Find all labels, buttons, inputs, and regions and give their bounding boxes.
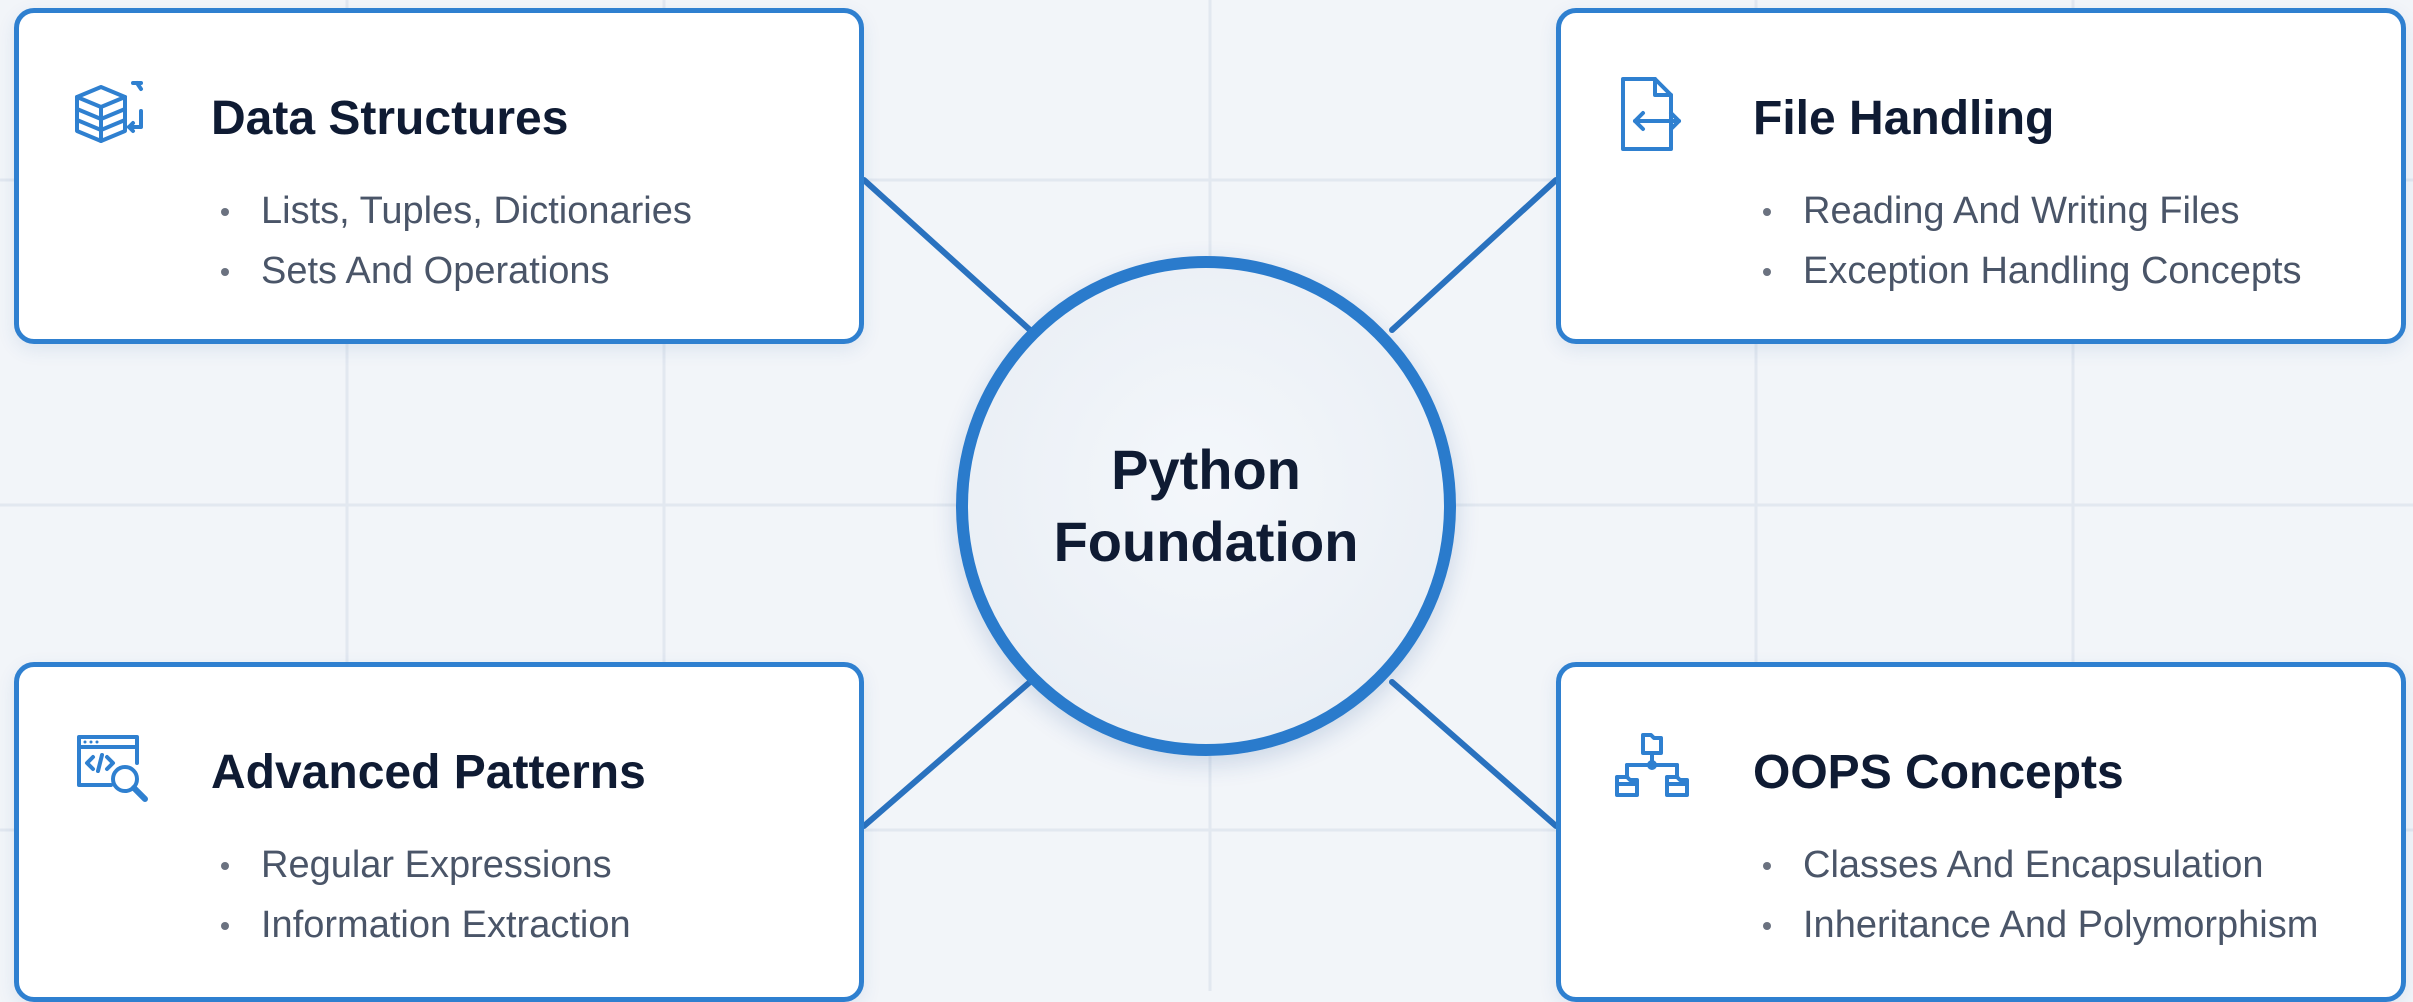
center-title: Python Foundation: [1053, 438, 1359, 573]
connector-bottom-right: [1389, 679, 1559, 829]
bullet-icon: [1763, 268, 1771, 276]
list-item: Reading And Writing Files: [1763, 181, 2302, 241]
card-bullet-list: Classes And Encapsulation Inheritance An…: [1763, 835, 2318, 955]
bullet-icon: [221, 922, 229, 930]
connector-top-left: [861, 177, 1033, 333]
file-transfer-icon: [1613, 75, 1691, 153]
list-item-text: Reading And Writing Files: [1803, 190, 2240, 232]
list-item-text: Classes And Encapsulation: [1803, 844, 2264, 886]
connector-top-right: [1389, 177, 1559, 333]
list-item: Inheritance And Polymorphism: [1763, 895, 2318, 955]
list-item: Sets And Operations: [221, 241, 692, 301]
list-item: Regular Expressions: [221, 835, 631, 895]
bullet-icon: [221, 208, 229, 216]
card-oops-concepts: OOPS Concepts Classes And Encapsulation …: [1556, 662, 2406, 1002]
card-file-handling: File Handling Reading And Writing Files …: [1556, 8, 2406, 344]
card-advanced-patterns: Advanced Patterns Regular Expressions In…: [14, 662, 864, 1002]
card-title: Advanced Patterns: [211, 746, 646, 799]
bullet-icon: [1763, 208, 1771, 216]
list-item-text: Lists, Tuples, Dictionaries: [261, 190, 692, 232]
bullet-icon: [221, 862, 229, 870]
bullet-icon: [1763, 922, 1771, 930]
class-hierarchy-icon: [1613, 729, 1691, 807]
database-layers-icon: [71, 75, 149, 153]
card-title: Data Structures: [211, 92, 569, 145]
card-bullet-list: Regular Expressions Information Extracti…: [221, 835, 631, 955]
bullet-icon: [1763, 862, 1771, 870]
card-data-structures: Data Structures Lists, Tuples, Dictionar…: [14, 8, 864, 344]
card-bullet-list: Lists, Tuples, Dictionaries Sets And Ope…: [221, 181, 692, 301]
connector-bottom-left: [861, 679, 1033, 829]
list-item: Classes And Encapsulation: [1763, 835, 2318, 895]
list-item: Information Extraction: [221, 895, 631, 955]
list-item-text: Inheritance And Polymorphism: [1803, 904, 2319, 946]
list-item-text: Regular Expressions: [261, 844, 612, 886]
list-item: Exception Handling Concepts: [1763, 241, 2302, 301]
center-node: Python Foundation: [956, 256, 1456, 756]
list-item-text: Sets And Operations: [261, 250, 610, 292]
card-title: File Handling: [1753, 92, 2055, 145]
card-title: OOPS Concepts: [1753, 746, 2124, 799]
list-item-text: Information Extraction: [261, 904, 631, 946]
list-item: Lists, Tuples, Dictionaries: [221, 181, 692, 241]
bullet-icon: [221, 268, 229, 276]
card-bullet-list: Reading And Writing Files Exception Hand…: [1763, 181, 2302, 301]
code-search-icon: [71, 729, 149, 807]
list-item-text: Exception Handling Concepts: [1803, 250, 2302, 292]
